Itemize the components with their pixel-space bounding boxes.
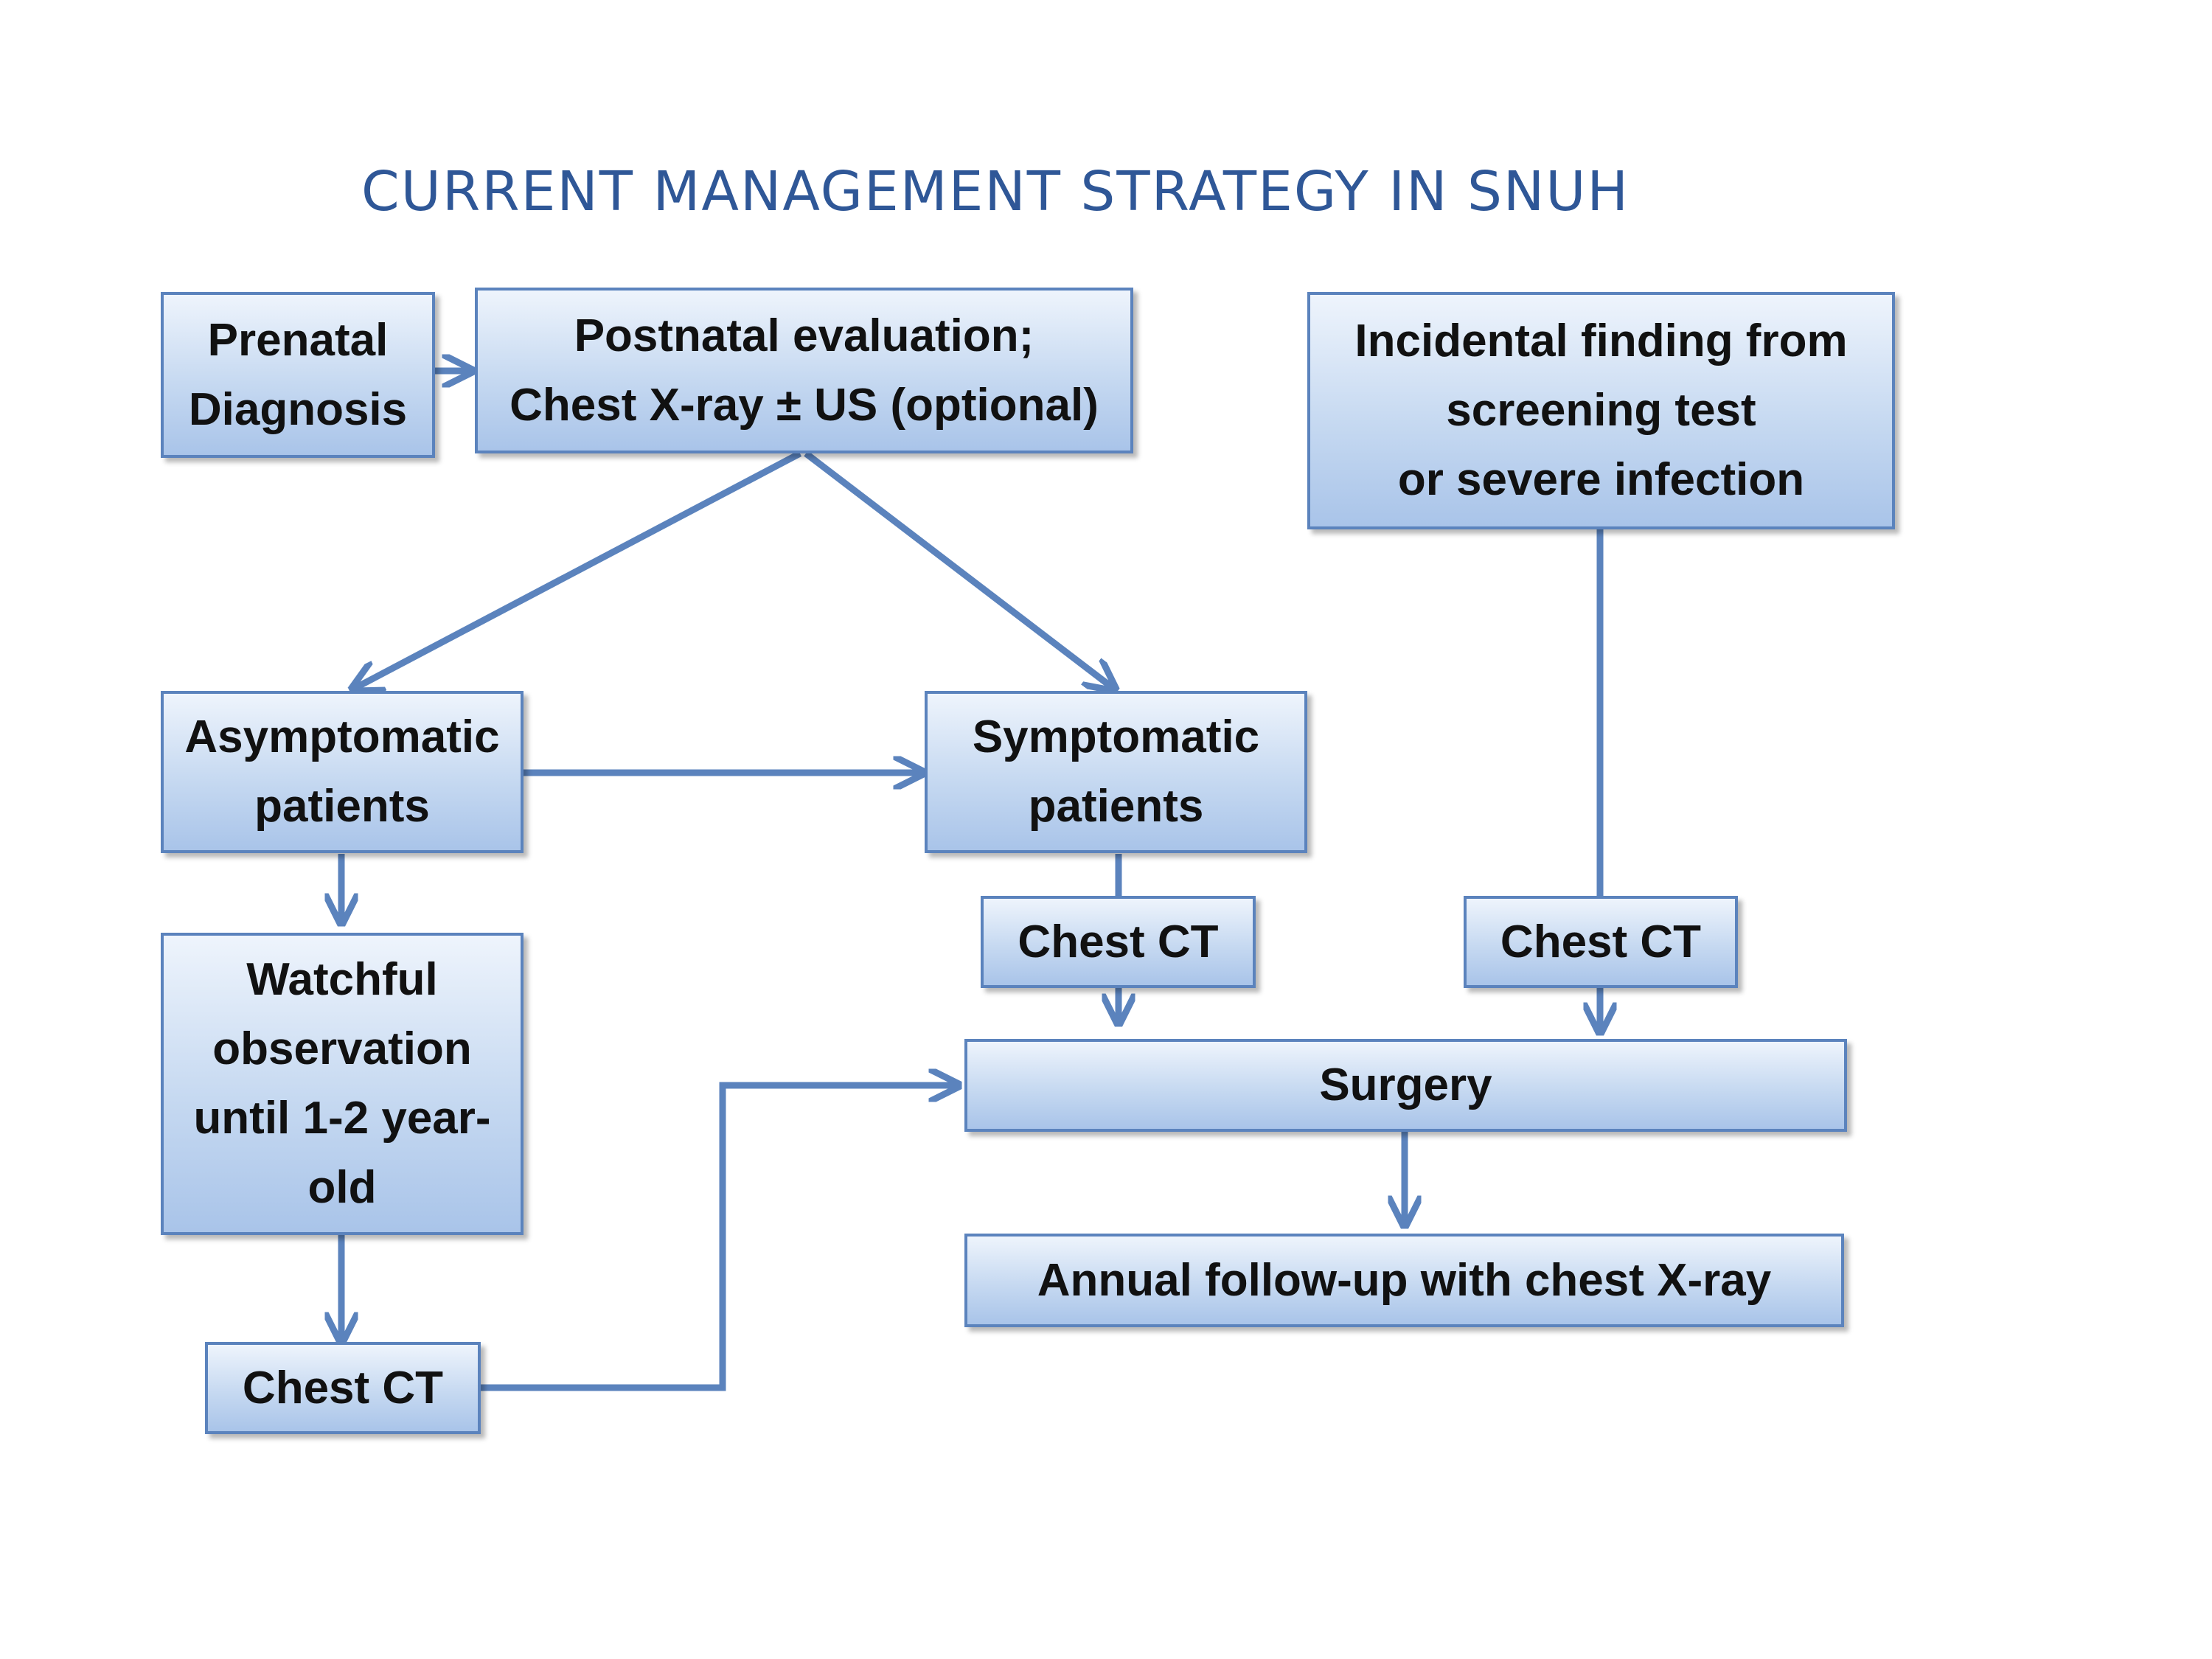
chest-ct-mid-box: Chest CT <box>981 896 1256 988</box>
postnatal-evaluation-box: Postnatal evaluation; Chest X-ray ± US (… <box>475 288 1133 453</box>
incidental-finding-box: Incidental finding from screening test o… <box>1307 292 1895 529</box>
surgery-box: Surgery <box>964 1039 1847 1132</box>
arrow-chest-ct-to-surgery <box>481 1085 959 1391</box>
prenatal-diagnosis-box: Prenatal Diagnosis <box>161 292 435 458</box>
arrow-postnatal-to-asymptomatic <box>352 451 802 689</box>
arrow-postnatal-to-symptomatic <box>804 451 1115 689</box>
chest-ct-left-box: Chest CT <box>205 1342 481 1434</box>
diagram-title: CURRENT MANAGEMENT STRATEGY IN SNUH <box>361 160 1630 223</box>
watchful-observation-box: Watchful observation until 1-2 year- old <box>161 933 524 1235</box>
symptomatic-patients-box: Symptomatic patients <box>925 691 1307 853</box>
asymptomatic-patients-box: Asymptomatic patients <box>161 691 524 853</box>
annual-followup-box: Annual follow-up with chest X-ray <box>964 1234 1844 1327</box>
chest-ct-right-box: Chest CT <box>1464 896 1738 988</box>
